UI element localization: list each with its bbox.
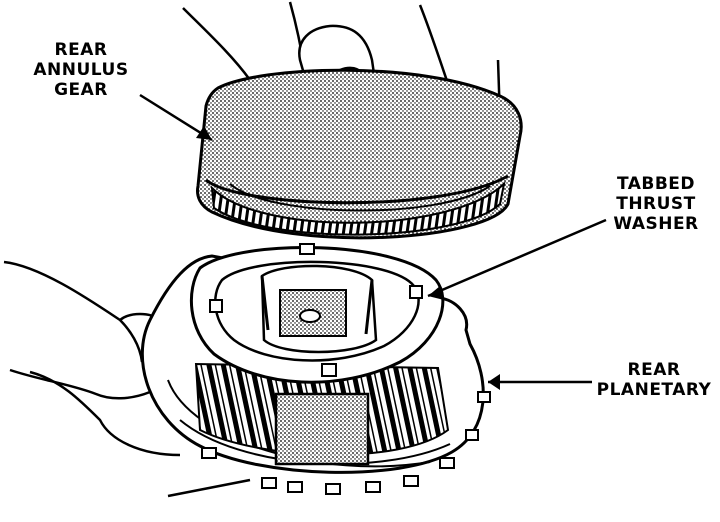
rear-planetary: [140, 243, 491, 495]
label-line: REAR: [627, 360, 681, 380]
label-line: ANNULUS: [33, 60, 129, 80]
label-rear-annulus-gear: REAR ANNULUS GEAR: [22, 40, 140, 100]
label-line: GEAR: [54, 80, 108, 100]
label-line: THRUST: [616, 194, 696, 214]
label-line: REAR: [54, 40, 108, 60]
label-rear-planetary: REAR PLANETARY: [592, 360, 716, 400]
arrowheads: [196, 126, 500, 390]
label-line: WASHER: [613, 214, 699, 234]
leader-lines: [139, 93, 607, 498]
label-line: PLANETARY: [596, 380, 712, 400]
rear-annulus-gear: [196, 68, 523, 240]
label-line: TABBED: [616, 174, 696, 194]
label-tabbed-thrust-washer: TABBED THRUST WASHER: [596, 174, 716, 234]
